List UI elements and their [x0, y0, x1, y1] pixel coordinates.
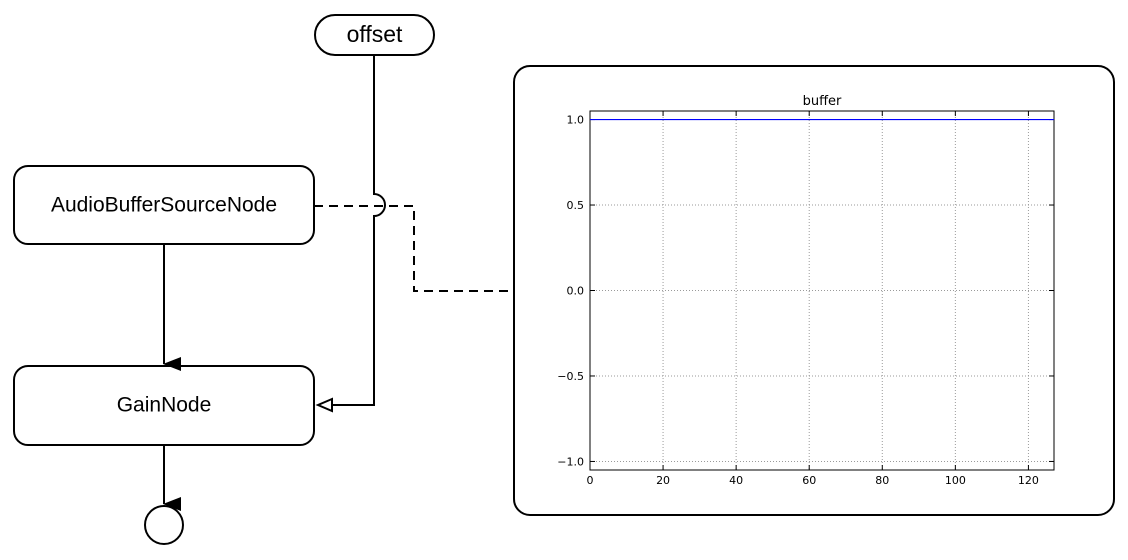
offset-node-label: offset — [347, 21, 403, 47]
destination-node[interactable] — [144, 505, 184, 545]
audio-buffer-source-node[interactable]: AudioBufferSourceNode — [13, 165, 315, 245]
x-tick-label: 40 — [729, 474, 743, 487]
y-tick-label: −1.0 — [557, 455, 584, 468]
buffer-plot-box — [513, 65, 1115, 516]
offset-node[interactable]: offset — [314, 14, 435, 56]
y-tick-label: 0.0 — [567, 285, 585, 298]
buffer-plot: 0 20 40 60 80 100 120 1.0 0.5 0.0 −0.5 −1.0 buffer — [557, 94, 1055, 487]
plot-ticks: 0 20 40 60 80 100 120 1.0 0.5 0.0 −0.5 −1.0 — [557, 111, 1054, 487]
audio-buffer-source-node-label: AudioBufferSourceNode — [51, 194, 277, 217]
x-tick-label: 80 — [875, 474, 889, 487]
x-tick-label: 20 — [656, 474, 670, 487]
offset-to-gain-edge — [318, 55, 386, 406]
x-tick-label: 60 — [802, 474, 816, 487]
y-tick-label: 1.0 — [567, 114, 585, 127]
plot-title: buffer — [803, 94, 842, 109]
x-tick-label: 100 — [945, 474, 966, 487]
x-tick-label: 120 — [1018, 474, 1039, 487]
gain-node-label: GainNode — [117, 394, 212, 417]
buffer-link-dashed — [314, 205, 514, 292]
y-tick-label: −0.5 — [557, 370, 584, 383]
offset-to-gain-arrowhead — [315, 397, 333, 413]
y-tick-label: 0.5 — [567, 199, 585, 212]
gain-node[interactable]: GainNode — [13, 365, 315, 446]
x-tick-label: 0 — [587, 474, 594, 487]
